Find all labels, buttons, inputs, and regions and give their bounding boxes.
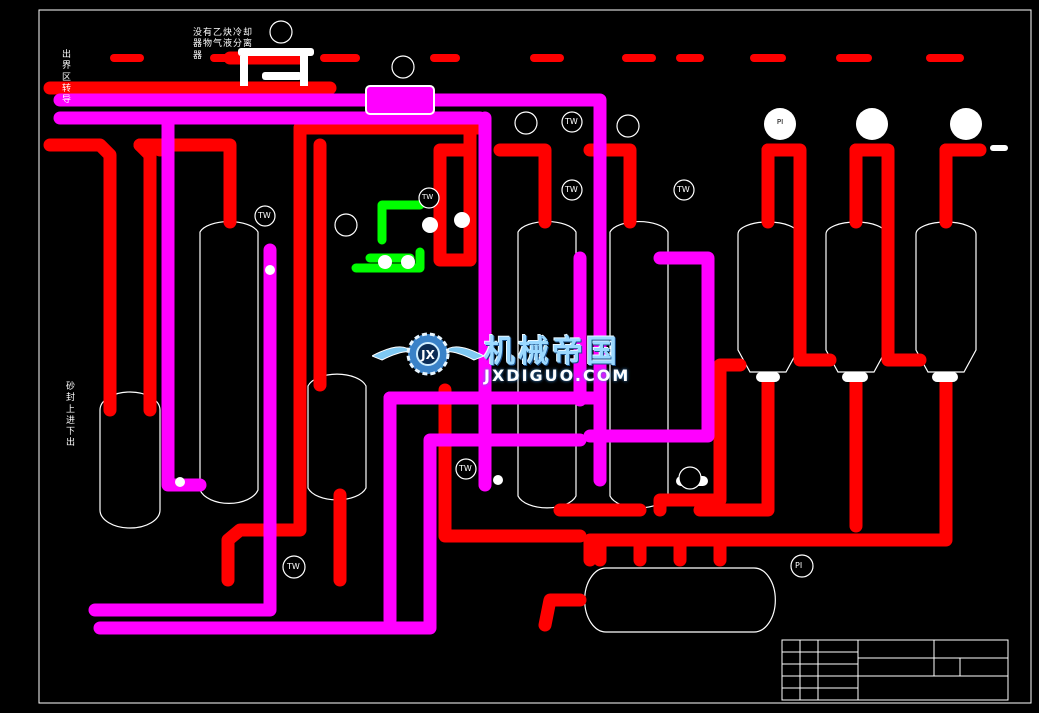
sand-seal-note: 砂 封 上 进 下 出	[66, 382, 77, 449]
magenta-process-lines	[53, 93, 715, 635]
column-3	[517, 220, 577, 509]
gear-wings-icon: JX	[370, 332, 486, 376]
watermark-logo: JX 机械帝国 JXDIGUO.COM	[370, 322, 672, 386]
instrument-tag-tw7: TW	[422, 193, 434, 201]
tank-2	[307, 373, 367, 501]
battery-limit-note: 出 界 区 转 导	[62, 50, 73, 105]
instrument-tag-tw3: TW	[565, 185, 578, 194]
instrument-tag-pi-drum: PI	[795, 561, 803, 570]
cyclone-1	[737, 221, 799, 373]
title-block	[781, 639, 1009, 701]
instrument-tag-ball: PI	[776, 118, 784, 126]
instrument-tag-tw2: TW	[565, 117, 578, 126]
dashed-steam-header	[110, 54, 964, 62]
instrument-tag-tw4: TW	[677, 185, 690, 194]
instrument-bubbles	[254, 20, 814, 579]
column-1	[199, 220, 259, 504]
ethylene-cooler-note: 没有乙炔冷却 器物气液分离 器	[193, 28, 254, 61]
svg-text:JX: JX	[420, 348, 435, 362]
horizontal-drum	[584, 567, 776, 633]
watermark-chinese: 机械帝国	[484, 334, 620, 370]
drawing-border	[38, 9, 1032, 704]
cyclone-3	[915, 221, 977, 373]
watermark-url: JXDIGUO.COM	[484, 366, 631, 385]
instrument-tag-tw1: TW	[258, 211, 271, 220]
instrument-tag-tw6: TW	[287, 562, 300, 571]
instrument-tag-tw5: TW	[459, 464, 472, 473]
cyclone-2	[825, 221, 887, 373]
